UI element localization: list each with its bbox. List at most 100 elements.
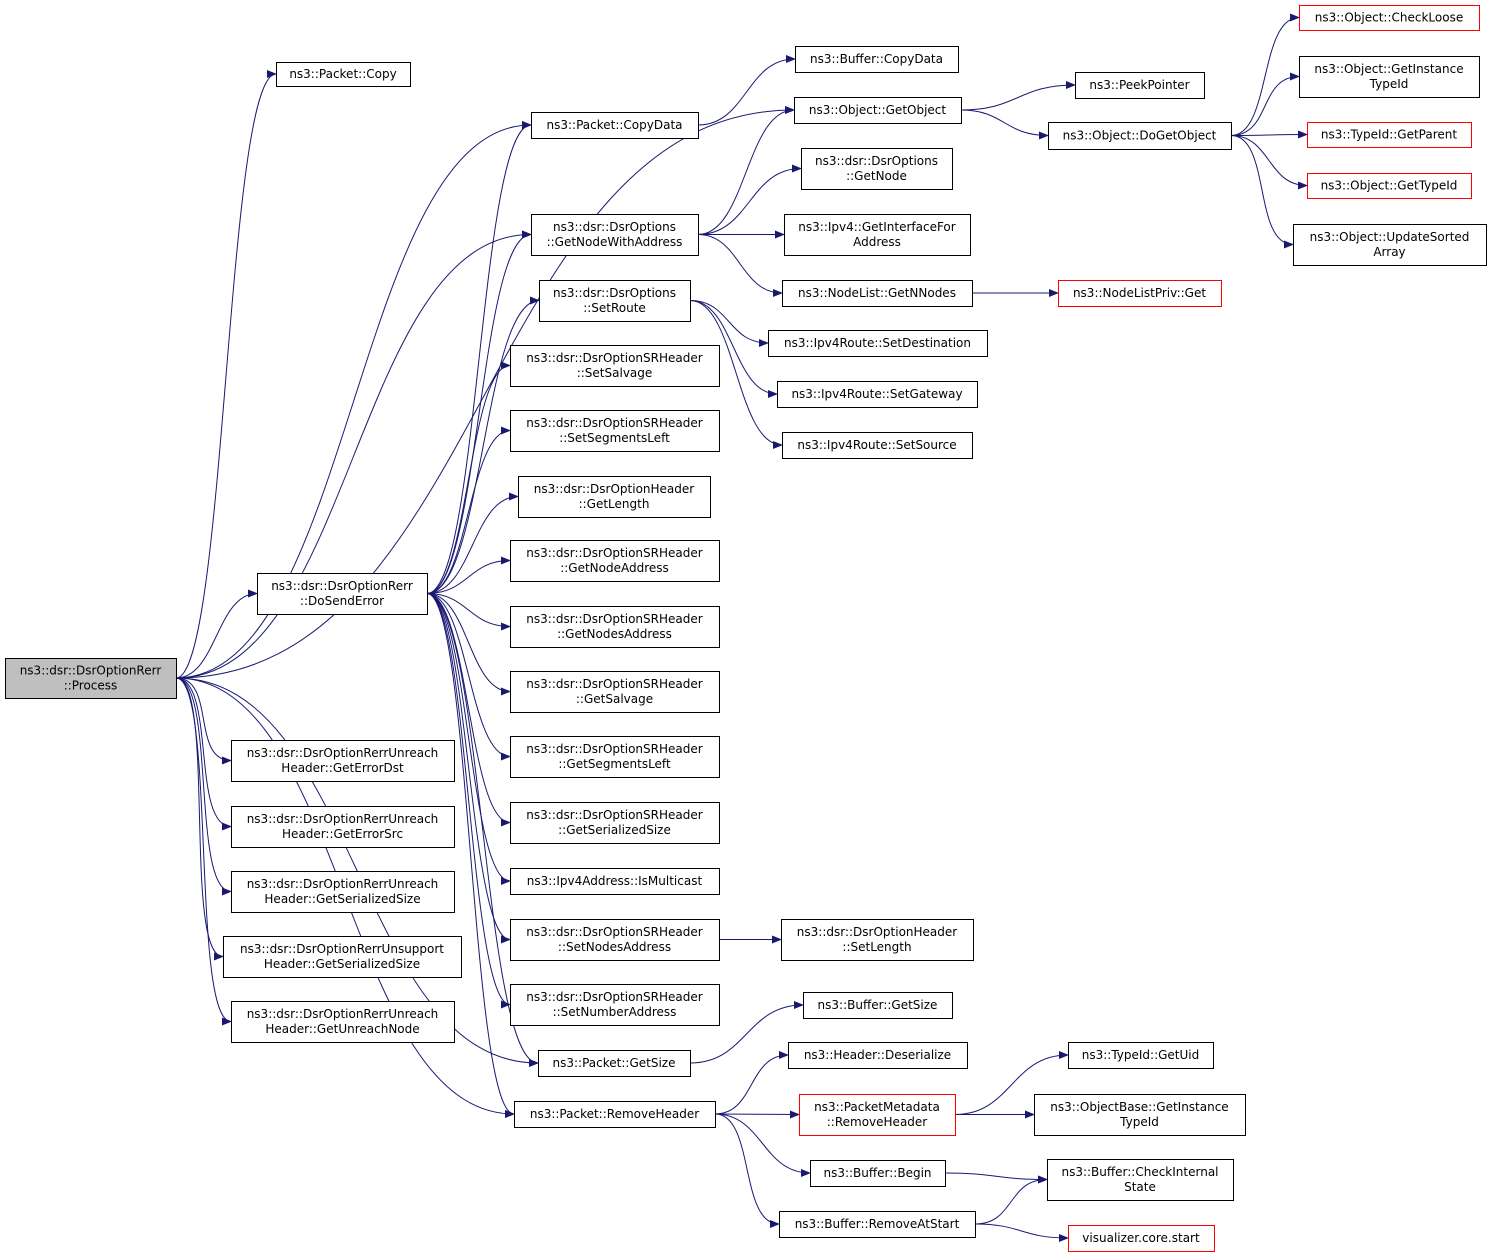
node-dsroptions-getnode[interactable]: ns3::dsr::DsrOptions::GetNode bbox=[801, 148, 953, 190]
node-box[interactable] bbox=[1058, 280, 1222, 307]
node-box[interactable] bbox=[231, 740, 455, 782]
node-box[interactable] bbox=[1048, 122, 1232, 150]
node-buffer-removeatstart[interactable]: ns3::Buffer::RemoveAtStart bbox=[779, 1211, 976, 1238]
node-typeid-getuid[interactable]: ns3::TypeId::GetUid bbox=[1068, 1042, 1214, 1069]
node-box[interactable] bbox=[1307, 122, 1472, 148]
node-box[interactable] bbox=[231, 871, 455, 913]
node-box[interactable] bbox=[510, 802, 720, 844]
node-dosenderror[interactable]: ns3::dsr::DsrOptionRerr::DoSendError bbox=[257, 573, 428, 615]
node-ipv4route-setgateway[interactable]: ns3::Ipv4Route::SetGateway bbox=[777, 381, 978, 408]
node-srh-setnumberaddress[interactable]: ns3::dsr::DsrOptionSRHeader::SetNumberAd… bbox=[510, 984, 720, 1026]
node-rerr-unreach-getunreachnode[interactable]: ns3::dsr::DsrOptionRerrUnreachHeader::Ge… bbox=[231, 1001, 455, 1043]
node-box[interactable] bbox=[514, 1101, 716, 1128]
node-box[interactable] bbox=[788, 1042, 968, 1069]
node-object-checkloose[interactable]: ns3::Object::CheckLoose bbox=[1299, 5, 1480, 31]
node-box[interactable] bbox=[510, 671, 720, 713]
node-typeid-getparent[interactable]: ns3::TypeId::GetParent bbox=[1307, 122, 1472, 148]
node-box[interactable] bbox=[510, 984, 720, 1026]
node-srh-getnodesaddress[interactable]: ns3::dsr::DsrOptionSRHeader::GetNodesAdd… bbox=[510, 606, 720, 648]
node-box[interactable] bbox=[1299, 56, 1480, 98]
node-header-deserialize[interactable]: ns3::Header::Deserialize bbox=[788, 1042, 968, 1069]
node-box[interactable] bbox=[510, 919, 720, 961]
node-dsroptions-getnodewithaddress[interactable]: ns3::dsr::DsrOptions::GetNodeWithAddress bbox=[531, 214, 699, 256]
node-srh-getnodeaddress[interactable]: ns3::dsr::DsrOptionSRHeader::GetNodeAddr… bbox=[510, 540, 720, 582]
node-srh-getsalvage[interactable]: ns3::dsr::DsrOptionSRHeader::GetSalvage bbox=[510, 671, 720, 713]
node-box[interactable] bbox=[538, 1050, 691, 1077]
node-box[interactable] bbox=[510, 540, 720, 582]
node-box[interactable] bbox=[1075, 72, 1205, 99]
node-packet-copydata[interactable]: ns3::Packet::CopyData bbox=[531, 112, 699, 139]
node-box[interactable] bbox=[510, 345, 720, 387]
node-optheader-setlength[interactable]: ns3::dsr::DsrOptionHeader::SetLength bbox=[781, 919, 974, 961]
node-box[interactable] bbox=[779, 1211, 976, 1238]
node-box[interactable] bbox=[801, 148, 953, 190]
node-nodelist-getnnodes[interactable]: ns3::NodeList::GetNNodes bbox=[782, 280, 973, 307]
node-peekpointer[interactable]: ns3::PeekPointer bbox=[1075, 72, 1205, 99]
node-box[interactable] bbox=[510, 868, 720, 895]
node-srh-getserializedsize[interactable]: ns3::dsr::DsrOptionSRHeader::GetSerializ… bbox=[510, 802, 720, 844]
node-rerr-unreach-getserializedsize[interactable]: ns3::dsr::DsrOptionRerrUnreachHeader::Ge… bbox=[231, 871, 455, 913]
node-box[interactable] bbox=[784, 214, 971, 256]
node-object-getobject[interactable]: ns3::Object::GetObject bbox=[794, 97, 962, 124]
node-box[interactable] bbox=[781, 919, 974, 961]
node-box[interactable] bbox=[1068, 1225, 1215, 1252]
node-ipv4route-setdestination[interactable]: ns3::Ipv4Route::SetDestination bbox=[768, 330, 988, 357]
node-box[interactable] bbox=[799, 1094, 956, 1136]
node-box[interactable] bbox=[231, 806, 455, 848]
node-box[interactable] bbox=[810, 1160, 946, 1187]
node-buffer-copydata[interactable]: ns3::Buffer::CopyData bbox=[795, 46, 959, 73]
node-object-gettypeid[interactable]: ns3::Object::GetTypeId bbox=[1307, 173, 1472, 199]
node-srh-setsalvage[interactable]: ns3::dsr::DsrOptionSRHeader::SetSalvage bbox=[510, 345, 720, 387]
node-box[interactable] bbox=[1047, 1159, 1234, 1201]
node-buffer-begin[interactable]: ns3::Buffer::Begin bbox=[810, 1160, 946, 1187]
node-nodelistpriv-get[interactable]: ns3::NodeListPriv::Get bbox=[1058, 280, 1222, 307]
node-box[interactable] bbox=[1299, 5, 1480, 31]
node-box[interactable] bbox=[1034, 1094, 1246, 1136]
node-ipv4route-setsource[interactable]: ns3::Ipv4Route::SetSource bbox=[782, 432, 973, 459]
node-box[interactable] bbox=[257, 573, 428, 615]
node-box[interactable] bbox=[510, 606, 720, 648]
node-box[interactable] bbox=[510, 736, 720, 778]
node-box[interactable] bbox=[777, 381, 978, 408]
node-srh-setnodesaddress[interactable]: ns3::dsr::DsrOptionSRHeader::SetNodesAdd… bbox=[510, 919, 720, 961]
node-box[interactable] bbox=[5, 658, 177, 699]
node-rerr-unreach-geterrorsrc[interactable]: ns3::dsr::DsrOptionRerrUnreachHeader::Ge… bbox=[231, 806, 455, 848]
node-packet-removeheader[interactable]: ns3::Packet::RemoveHeader bbox=[514, 1101, 716, 1128]
node-object-dogetobject[interactable]: ns3::Object::DoGetObject bbox=[1048, 122, 1232, 150]
node-box[interactable] bbox=[276, 62, 411, 87]
node-buffer-getsize[interactable]: ns3::Buffer::GetSize bbox=[803, 992, 953, 1019]
node-box[interactable] bbox=[1293, 224, 1487, 266]
node-box[interactable] bbox=[539, 280, 691, 322]
node-box[interactable] bbox=[782, 280, 973, 307]
node-packetmetadata-removeheader[interactable]: ns3::PacketMetadata::RemoveHeader bbox=[799, 1094, 956, 1136]
node-box[interactable] bbox=[1068, 1042, 1214, 1069]
node-dsroptions-setroute[interactable]: ns3::dsr::DsrOptions::SetRoute bbox=[539, 280, 691, 322]
node-box[interactable] bbox=[803, 992, 953, 1019]
node-box[interactable] bbox=[231, 1001, 455, 1043]
node-rerr-unsupport-getserializedsize[interactable]: ns3::dsr::DsrOptionRerrUnsupportHeader::… bbox=[223, 936, 462, 978]
node-process[interactable]: ns3::dsr::DsrOptionRerr::Process bbox=[5, 658, 177, 699]
node-box[interactable] bbox=[510, 410, 720, 452]
node-box[interactable] bbox=[531, 112, 699, 139]
node-box[interactable] bbox=[223, 936, 462, 978]
node-srh-getsegmentsleft[interactable]: ns3::dsr::DsrOptionSRHeader::GetSegments… bbox=[510, 736, 720, 778]
node-packet-getsize[interactable]: ns3::Packet::GetSize bbox=[538, 1050, 691, 1077]
node-visualizer-core-start[interactable]: visualizer.core.start bbox=[1068, 1225, 1215, 1252]
node-ipv4address-ismulticast[interactable]: ns3::Ipv4Address::IsMulticast bbox=[510, 868, 720, 895]
node-box[interactable] bbox=[531, 214, 699, 256]
node-box[interactable] bbox=[794, 97, 962, 124]
node-box[interactable] bbox=[1307, 173, 1472, 199]
node-rerr-unreach-geterrordst[interactable]: ns3::dsr::DsrOptionRerrUnreachHeader::Ge… bbox=[231, 740, 455, 782]
node-box[interactable] bbox=[768, 330, 988, 357]
node-packet-copy[interactable]: ns3::Packet::Copy bbox=[276, 62, 411, 87]
node-box[interactable] bbox=[795, 46, 959, 73]
node-box[interactable] bbox=[782, 432, 973, 459]
node-optheader-getlength[interactable]: ns3::dsr::DsrOptionHeader::GetLength bbox=[518, 476, 711, 518]
node-box[interactable] bbox=[518, 476, 711, 518]
node-srh-setsegmentsleft[interactable]: ns3::dsr::DsrOptionSRHeader::SetSegments… bbox=[510, 410, 720, 452]
